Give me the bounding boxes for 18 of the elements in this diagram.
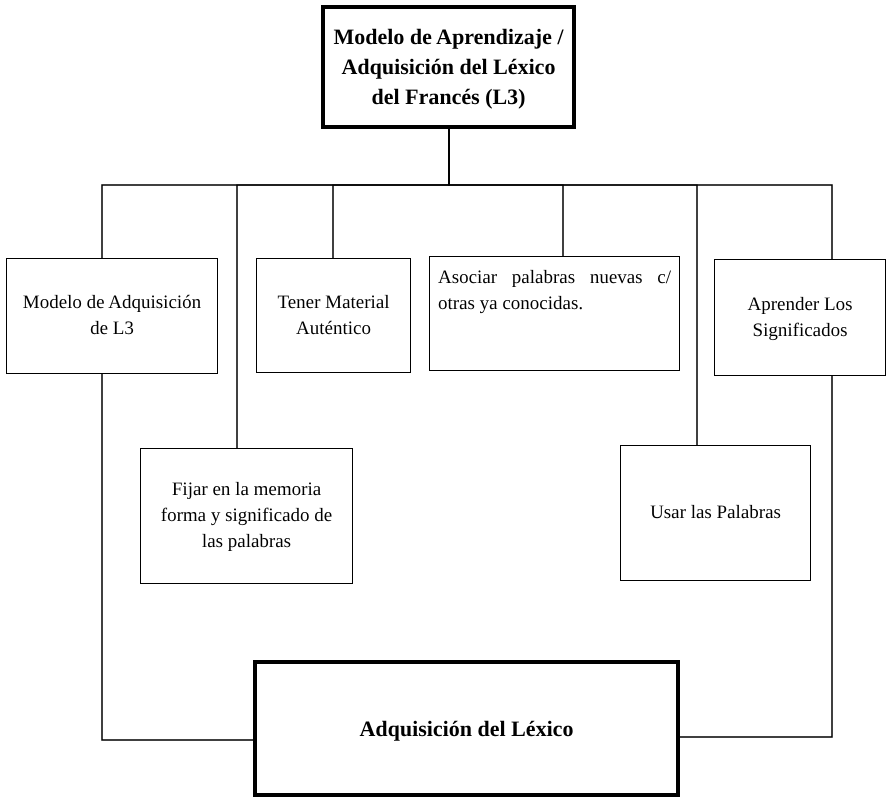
concept-box bbox=[256, 258, 411, 373]
concept-box bbox=[6, 258, 218, 374]
box-text: Adquisición del Léxico bbox=[360, 714, 574, 743]
concept-box bbox=[429, 256, 680, 371]
box-text: Asociar palabras nuevas c/ otras ya conocidas. bbox=[438, 266, 671, 316]
heading-box bbox=[253, 660, 680, 797]
box-text: Tener Material Auténtico bbox=[276, 290, 391, 340]
concept-box bbox=[620, 445, 811, 581]
heading-box bbox=[321, 5, 576, 129]
concept-box bbox=[714, 259, 886, 376]
box-text: Modelo de Adquisición de L3 bbox=[22, 291, 202, 341]
connector-line bbox=[101, 374, 253, 741]
concept-box bbox=[140, 448, 353, 584]
box-text: Usar las Palabras bbox=[650, 501, 781, 525]
box-text: Aprender Los Significados bbox=[746, 292, 854, 342]
connector-line bbox=[680, 376, 833, 738]
box-text: Modelo de Aprendizaje / Adquisición del Léxico del Francés (L3) bbox=[333, 23, 564, 111]
box-text: Fijar en la memoria forma y significado de las palabras bbox=[160, 478, 334, 554]
